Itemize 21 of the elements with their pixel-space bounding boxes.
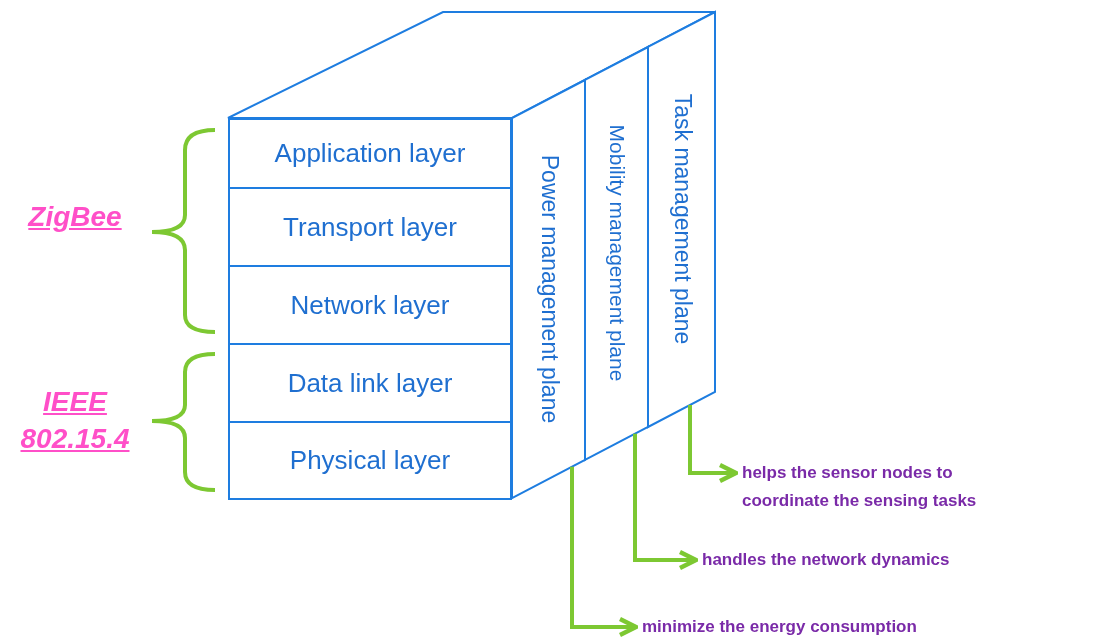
plane-label: Mobility management plane — [604, 125, 629, 382]
layer-label: Network layer — [290, 289, 450, 321]
layer-label: Transport layer — [283, 211, 457, 243]
plane-label: Task management plane — [668, 94, 695, 345]
layer-box — [228, 187, 512, 267]
standard-label: IEEE 802.15.4 — [19, 385, 131, 456]
layer-label: Data link layer — [287, 367, 453, 399]
arrow — [570, 466, 639, 638]
annotation-text: minimize the energy consumption — [642, 613, 1042, 639]
annotation-text: helps the sensor nodes to coordinate the sensing tasks — [742, 459, 1098, 515]
arrow — [633, 433, 699, 571]
arrow — [688, 405, 739, 484]
layer-box — [228, 118, 512, 189]
annotation-text: handles the network dynamics — [702, 546, 1062, 574]
layer-label: Physical layer — [289, 445, 451, 476]
layer-box — [228, 421, 512, 500]
plane-label: Power management plane — [535, 154, 562, 424]
layer-box — [228, 265, 512, 345]
standard-label: ZigBee — [26, 200, 123, 234]
layer-box — [228, 343, 512, 423]
layer-label: Application layer — [274, 138, 466, 169]
